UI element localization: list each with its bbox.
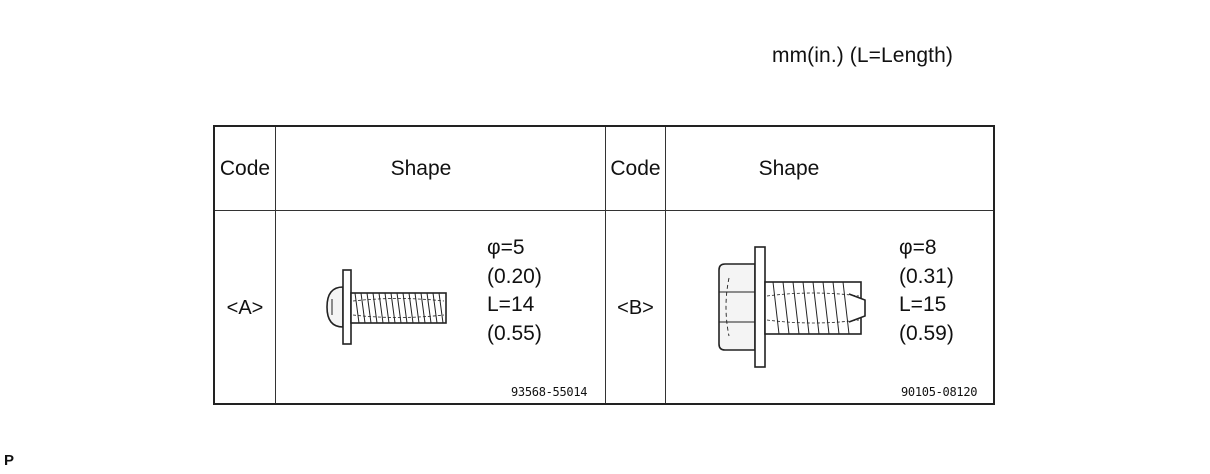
unit-note: mm(in.) (L=Length) [772,44,953,67]
diameter-a: φ=5 [487,236,525,259]
part-number-a: 93568-55014 [511,385,588,399]
header-code-left: Code [219,156,271,180]
length-b: L=15 [899,293,947,316]
diameter-in-b: (0.31) [899,264,954,288]
header-shape-left: Shape [390,156,452,180]
diameter-in-a: (0.20) [487,264,542,288]
code-a: <A> [226,296,264,319]
pan-head-screw-icon [326,269,447,345]
part-number-b: 90105-08120 [901,385,978,399]
dimensions-a: φ=5 (0.20) L=14 (0.55) [487,234,542,348]
length-in-b: (0.59) [899,321,954,345]
column-divider [665,127,666,403]
header-shape-right: Shape [758,156,820,180]
header-divider [215,210,993,211]
corner-mark: P [4,452,15,469]
diameter-b: φ=8 [899,236,937,259]
flange-hex-bolt-icon [718,246,866,368]
length-in-a: (0.55) [487,321,542,345]
code-b: <B> [617,296,654,319]
length-a: L=14 [487,293,535,316]
column-divider [275,127,276,403]
column-divider [605,127,606,403]
bolt-spec-table: Code Shape Code Shape <A> φ=5 (0.20) L=1… [213,125,995,405]
dimensions-b: φ=8 (0.31) L=15 (0.59) [899,234,954,348]
header-code-right: Code [610,156,661,180]
